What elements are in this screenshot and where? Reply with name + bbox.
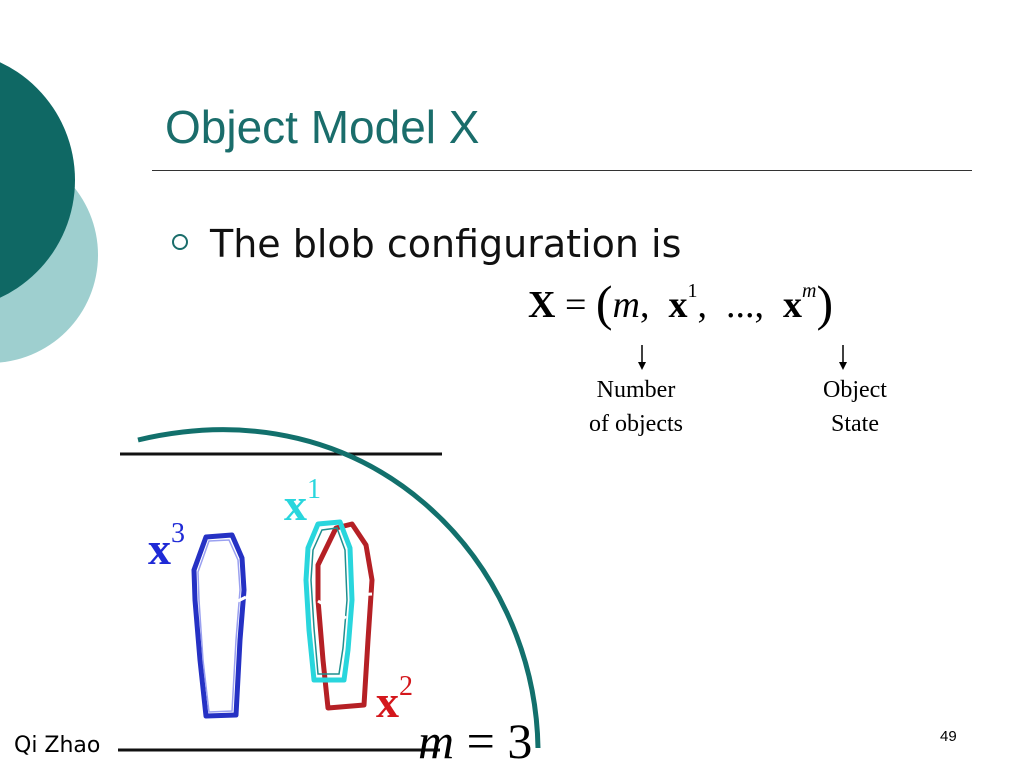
blob-marker-a [317, 599, 347, 620]
formula-xm-base: x [783, 284, 802, 326]
m-equals: = [466, 713, 495, 769]
footer-page-number: 49 [940, 728, 957, 745]
annotation-state-line-1: Object [823, 377, 887, 403]
annotation-number-line-1: Number [596, 377, 676, 403]
label-x2: x2 [376, 671, 413, 728]
label-x2-base: x [376, 676, 399, 727]
m-variable: m [418, 713, 455, 769]
formula-lhs: X [528, 284, 556, 326]
arrow-number [638, 345, 646, 370]
label-x3-base: x [148, 523, 171, 574]
field-of-view-arc [137, 427, 541, 749]
title-underline [152, 170, 972, 171]
label-x1: x1 [284, 474, 321, 531]
formula-open-paren: ( [595, 275, 613, 331]
blob-3-outline [191, 532, 247, 719]
blob-3-inner [197, 539, 241, 713]
blob-1-inner [310, 527, 348, 675]
formula-m: m [612, 284, 640, 326]
label-x3: x3 [148, 518, 185, 575]
formula-xm-sup: m [802, 280, 817, 303]
formula-close-paren: ) [816, 275, 834, 331]
arrow-state [839, 345, 847, 370]
annotation-state-line-2: State [831, 411, 879, 437]
blob-2-outline [315, 521, 375, 711]
bullet-circle-icon [172, 234, 188, 250]
blob-1-outline [303, 519, 355, 683]
decor-circle-dark [0, 62, 75, 298]
label-x2-sup: 2 [399, 670, 413, 702]
m-value: 3 [507, 713, 533, 769]
footer-author: Qi Zhao [14, 733, 101, 758]
slide-title: Object Model X [165, 101, 480, 153]
object-count-equation: m = 3 [418, 712, 532, 770]
bullet-text: The blob configuration is [210, 222, 682, 266]
blob-3-marker [237, 595, 247, 603]
formula-x1-sup: 1 [687, 280, 698, 303]
formula-x1-base: x [668, 284, 688, 326]
annotation-object-state: Object State [790, 373, 920, 441]
configuration-formula: X = (m, x1, ..., xm) [528, 278, 833, 328]
label-x3-sup: 3 [171, 517, 185, 549]
formula-comma-2: , [697, 284, 708, 326]
label-x1-sup: 1 [307, 473, 321, 505]
annotation-number-line-2: of objects [589, 411, 683, 437]
formula-ellipsis: ..., [726, 284, 764, 326]
formula-comma-1: , [640, 284, 650, 326]
annotation-number-of-objects: Number of objects [566, 373, 706, 441]
formula-equals: = [564, 284, 587, 326]
label-x1-base: x [284, 479, 307, 530]
blob-marker-b [355, 592, 373, 597]
